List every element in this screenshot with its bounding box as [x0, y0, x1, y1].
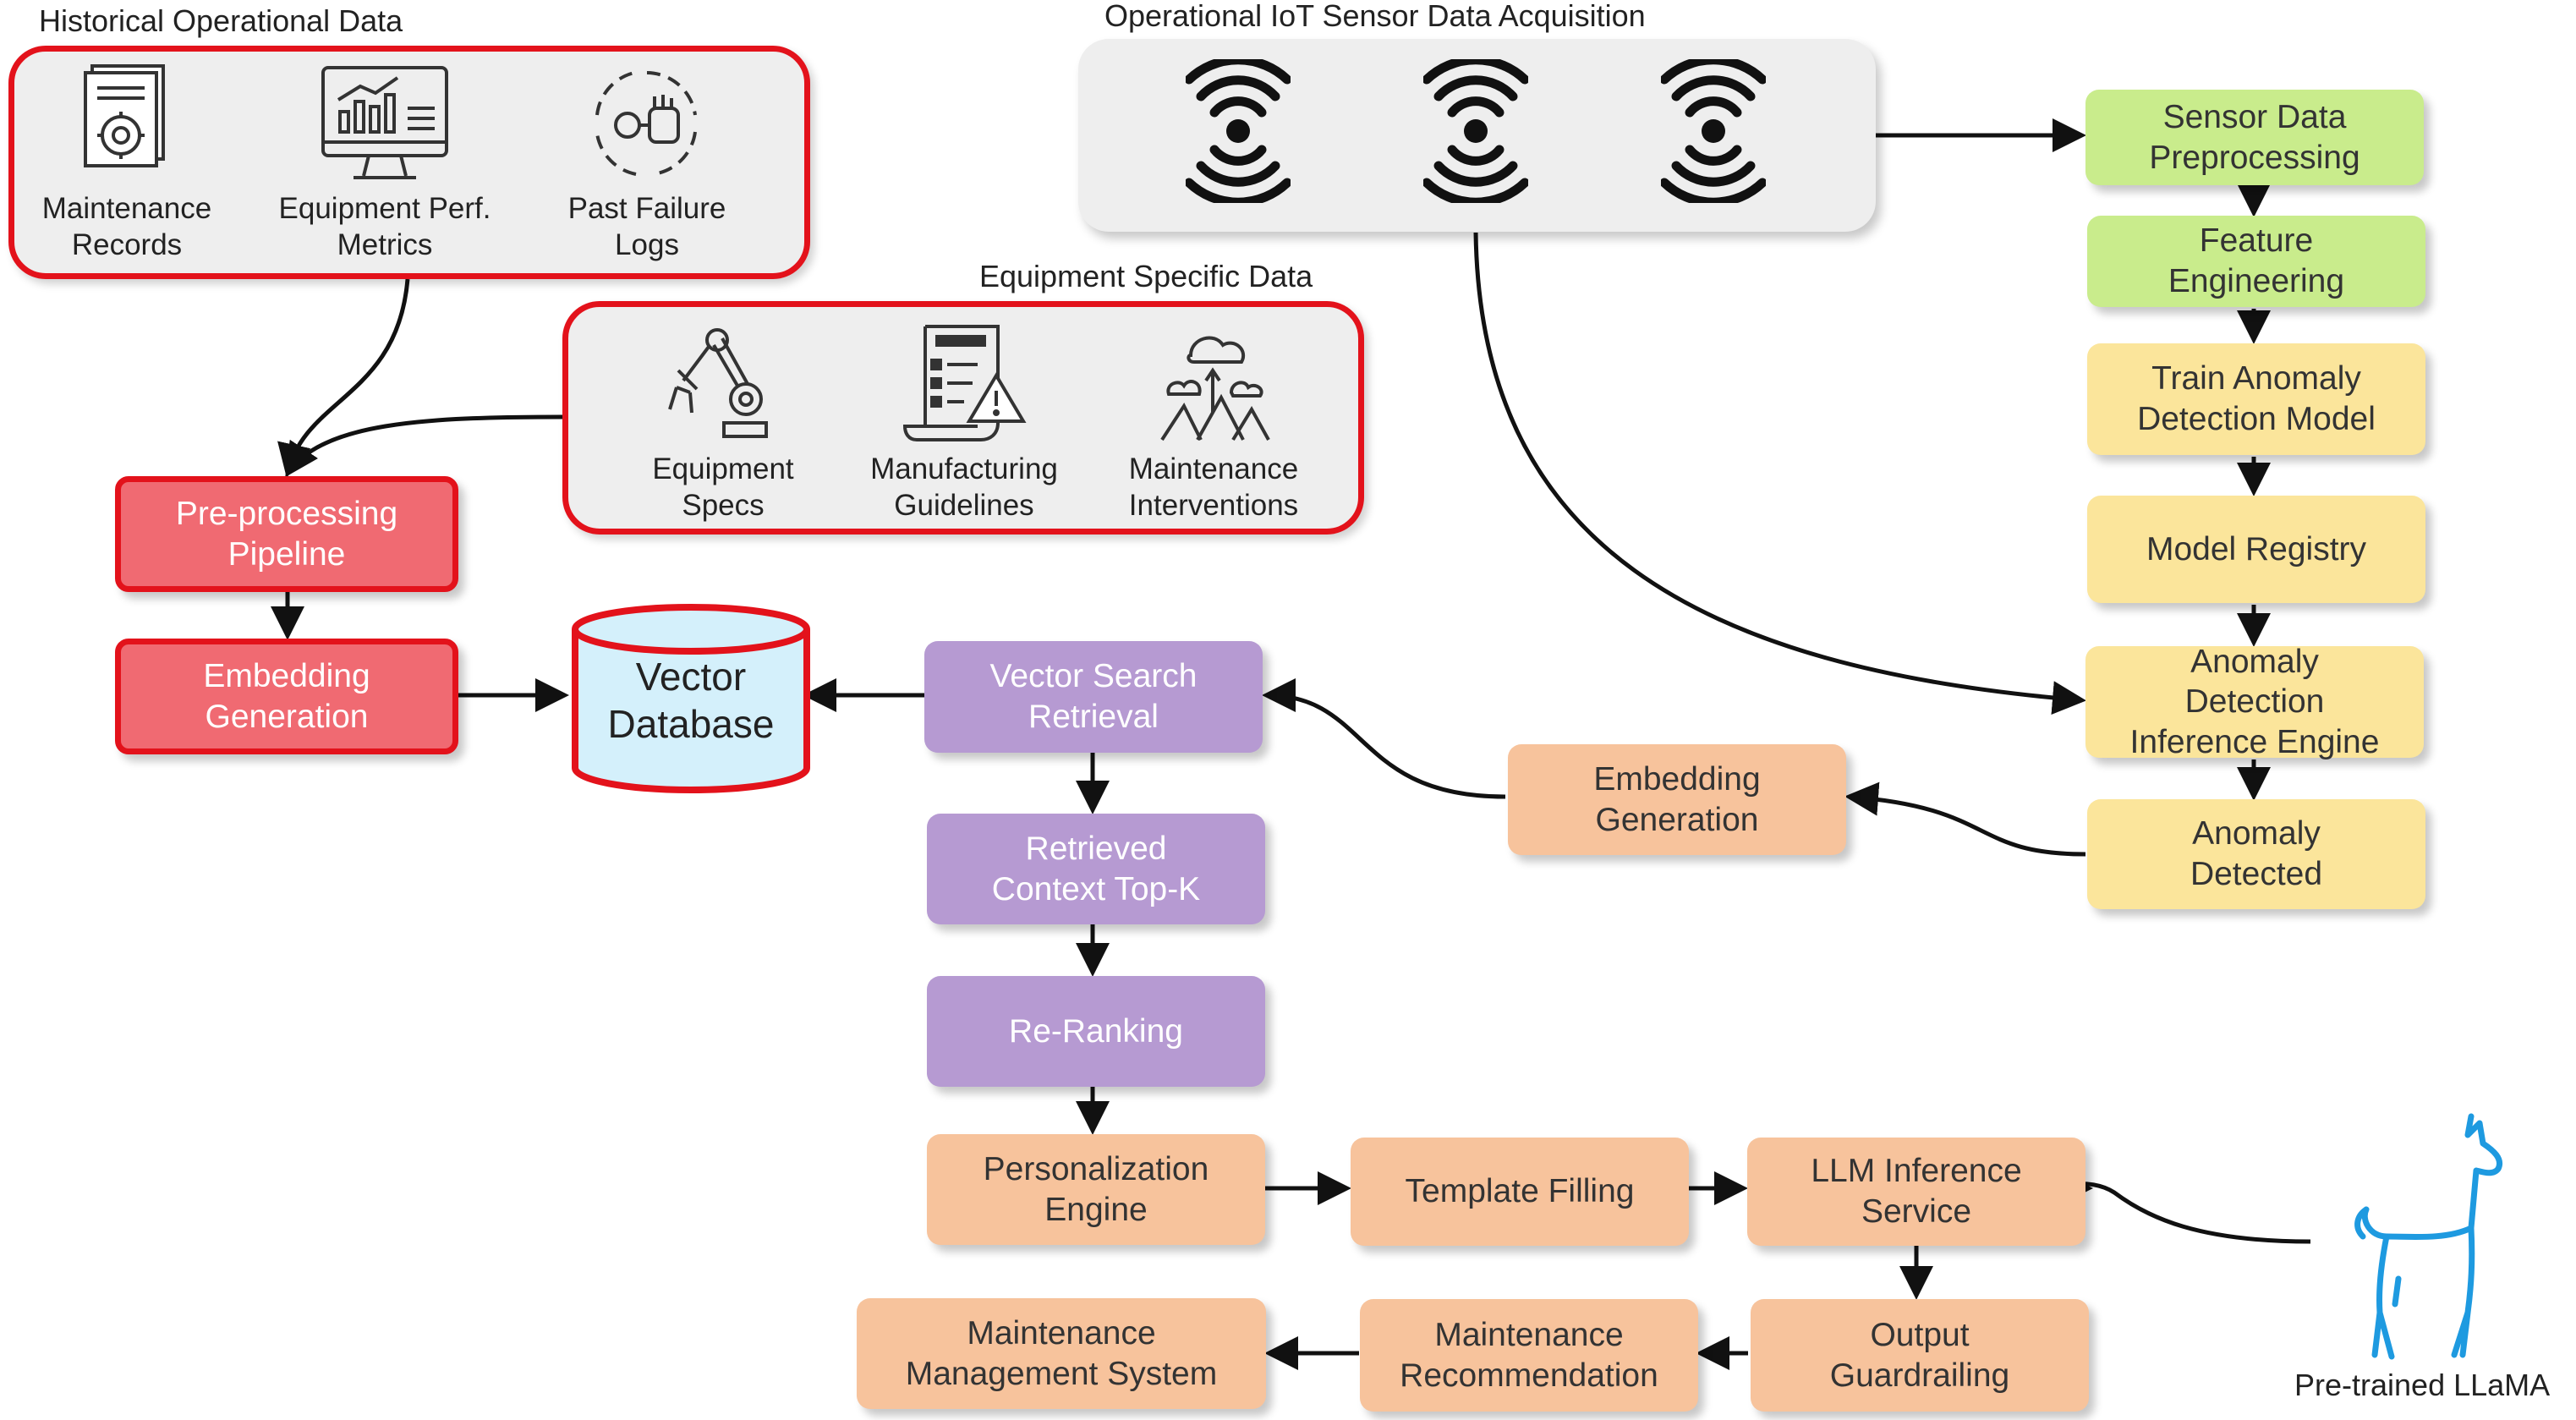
maintenance-recommendation-label: Maintenance Recommendation [1400, 1316, 1658, 1394]
reranking-label: Re-Ranking [1009, 1012, 1183, 1050]
embedding-generation-left-label: Embedding Generation [203, 657, 370, 735]
maintenance-interventions-label: Maintenance Interventions [1128, 452, 1299, 522]
model-registry-node: Model Registry [2087, 496, 2425, 603]
embedding-generation-right-node: Embedding Generation [1508, 744, 1846, 855]
equipment-specs-item: Equipment Specs [613, 321, 833, 524]
train-model-label: Train Anomaly Detection Model [2137, 360, 2376, 437]
sensor-preprocessing-label: Sensor Data Preprocessing [2149, 98, 2360, 176]
vector-database-node: Vector Database [568, 602, 814, 795]
feature-engineering-node: Feature Engineering [2087, 216, 2425, 307]
llm-inference-node: LLM Inference Service [1747, 1138, 2085, 1246]
robot-arm-icon [668, 328, 768, 438]
historical-group-title: Historical Operational Data [39, 3, 403, 38]
edge-detected-to-embedding [1844, 781, 2086, 857]
output-guardrailing-node: Output Guardrailing [1751, 1299, 2089, 1412]
inference-engine-node: Anomaly Detection Inference Engine [2085, 644, 2424, 760]
maintenance-records-icon [84, 64, 165, 167]
failure-logs-item: Past Failure Logs [541, 61, 753, 263]
interventions-icon [1160, 336, 1270, 441]
anomaly-detected-node: Anomaly Detected [2087, 799, 2425, 909]
template-filling-node: Template Filling [1351, 1138, 1689, 1246]
reranking-node: Re-Ranking [927, 976, 1265, 1087]
maintenance-management-label: Maintenance Management System [905, 1314, 1218, 1392]
anomaly-detected-label: Anomaly Detected [2190, 815, 2323, 892]
database-cylinder [572, 604, 810, 793]
retrieved-context-label: Retrieved Context Top-K [991, 830, 1201, 907]
signal-icon [1423, 59, 1528, 203]
llm-inference-label: LLM Inference Service [1811, 1153, 2022, 1230]
maintenance-recommendation-node: Maintenance Recommendation [1360, 1299, 1698, 1412]
signal-icon [1661, 59, 1766, 203]
retrieved-context-node: Retrieved Context Top-K [927, 814, 1265, 924]
model-registry-label: Model Registry [2146, 530, 2367, 567]
vector-search-label: Vector Search Retrieval [989, 658, 1198, 735]
embedding-generation-right-label: Embedding Generation [1593, 760, 1761, 838]
edge-embedding-to-search [1262, 678, 1506, 799]
preprocessing-pipeline-node: Pre-processing Pipeline [115, 476, 458, 592]
guidelines-icon [902, 325, 1027, 441]
feature-engineering-label: Feature Engineering [2168, 222, 2345, 299]
manufacturing-guidelines-label: Manufacturing Guidelines [870, 452, 1058, 522]
train-model-node: Train Anomaly Detection Model [2087, 343, 2425, 455]
preprocessing-pipeline-label: Pre-processing Pipeline [175, 495, 398, 573]
llama-icon [2354, 1113, 2502, 1360]
edge-llama-to-llm [2059, 1171, 2311, 1244]
personalization-engine-node: Personalization Engine [927, 1134, 1265, 1245]
edge-equipment-to-preprocessing [285, 414, 563, 478]
vector-search-node: Vector Search Retrieval [924, 641, 1263, 753]
equipment-metrics-icon [321, 66, 448, 179]
signal-icon [1186, 59, 1291, 203]
sensor-preprocessing-node: Sensor Data Preprocessing [2085, 90, 2424, 185]
equipment-metrics-label: Equipment Perf. Metrics [278, 192, 491, 261]
embedding-generation-left-node: Embedding Generation [115, 639, 458, 754]
inference-engine-label: Anomaly Detection Inference Engine [2129, 643, 2380, 760]
template-filling-label: Template Filling [1405, 1173, 1635, 1210]
equipment-metrics-item: Equipment Perf. Metrics [254, 61, 516, 263]
iot-group-title: Operational IoT Sensor Data Acquisition [1104, 0, 1646, 33]
equipment-specs-label: Equipment Specs [652, 452, 794, 522]
maintenance-management-node: Maintenance Management System [857, 1298, 1266, 1409]
maintenance-records-item: Maintenance Records [25, 61, 228, 263]
vector-database-label: Vector Database [607, 655, 775, 747]
edge-iot-to-inference [1473, 232, 2086, 715]
output-guardrailing-label: Output Guardrailing [1829, 1316, 2010, 1394]
maintenance-interventions-item: Maintenance Interventions [1104, 321, 1324, 524]
manufacturing-guidelines-item: Manufacturing Guidelines [850, 321, 1078, 524]
llama-label: Pre-trained LLaMA [2294, 1368, 2551, 1402]
failure-logs-label: Past Failure Logs [567, 192, 726, 261]
equipment-group-title: Equipment Specific Data [979, 259, 1313, 293]
edge-historical-to-preprocessing [277, 278, 410, 478]
failure-logs-icon [595, 71, 697, 176]
maintenance-records-label: Maintenance Records [41, 192, 212, 261]
personalization-engine-label: Personalization Engine [983, 1150, 1209, 1228]
